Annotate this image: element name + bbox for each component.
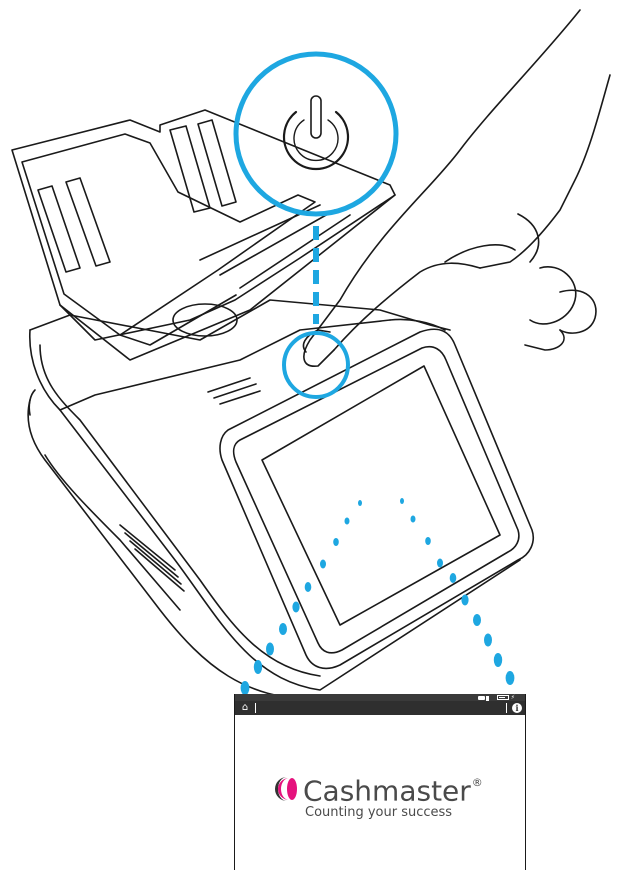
device-screen-preview: ⚡ ⌂ i Cashmaster® Counting your success (234, 694, 526, 870)
machine-body (27, 299, 521, 701)
brand-tagline: Counting your success (305, 805, 453, 821)
coin-tray (11, 109, 396, 361)
home-button[interactable]: ⌂ (235, 701, 255, 715)
dotted-path-right (400, 498, 515, 685)
home-icon: ⌂ (241, 702, 249, 713)
charging-icon: ⚡ (510, 694, 515, 701)
touchscreen-housing (219, 328, 534, 670)
cashmaster-logo: Cashmaster® Counting your success (273, 772, 483, 821)
brand-name: Cashmaster® (303, 774, 483, 808)
logo-mark-icon (275, 777, 297, 801)
info-button[interactable]: i (512, 703, 522, 713)
hand (302, 9, 611, 367)
status-bar: ⚡ (235, 694, 525, 701)
divider (255, 703, 256, 713)
battery-icon (496, 695, 509, 700)
toolbar: ⌂ i (235, 701, 525, 715)
info-icon: i (515, 703, 519, 713)
registered-mark: ® (471, 776, 483, 789)
power-callout (233, 51, 399, 217)
printer-icon (477, 695, 489, 701)
divider (506, 703, 507, 713)
status-icons: ⚡ (477, 694, 515, 701)
dotted-path-left (240, 500, 362, 695)
